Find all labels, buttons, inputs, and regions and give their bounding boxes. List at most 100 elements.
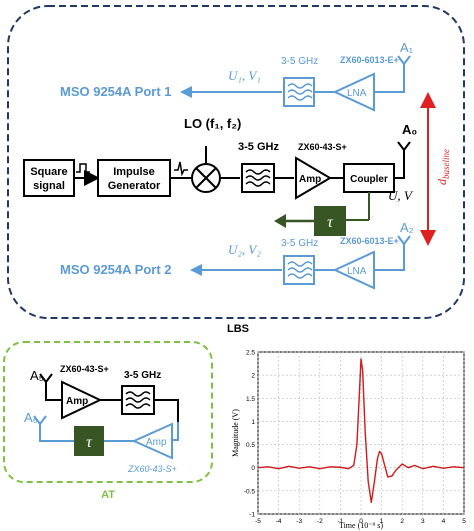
chart-y-tick: 0.5 (246, 442, 255, 449)
lna-top-part: ZX60-6013-E+ (340, 55, 399, 65)
a5-to-amp-line (45, 382, 62, 401)
at-frame (3, 341, 213, 483)
antenna-a1-icon (397, 55, 411, 66)
antenna-a6-label: A₆ (24, 410, 38, 425)
chart-x-tick: -2 (317, 518, 323, 525)
at-tau-label: τ (86, 434, 93, 451)
chart-ylabel: Magnitude (V) (231, 409, 240, 457)
baseline-label: d (435, 178, 449, 185)
coupler-label: Coupler (350, 174, 388, 185)
at-amp-top-part: ZX60-43-S+ (60, 364, 109, 374)
baseline-subscript: baseline (441, 149, 451, 179)
chart-y-tick: 0 (251, 465, 255, 472)
chart-ticks: -5 -4 -3 -2 -1 0 1 2 3 4 5 -1 -0.5 0 0.5 1 1.5 2 2.5 (244, 350, 466, 526)
lo-label: LO (f₁, f₂) (184, 116, 241, 131)
lna-bot-part: ZX60-6013-E+ (340, 236, 399, 246)
chart-y-tick: 2 (251, 373, 255, 380)
lbs-diagram: LBS MSO 9254A Port 1 U₁, V₁ 3-5 GHz ZX60… (7, 5, 465, 335)
at-filter-out-line (154, 399, 179, 422)
receiver-chain-top: MSO 9254A Port 1 U₁, V₁ 3-5 GHz ZX60-601… (60, 40, 414, 112)
square-wave-icon (76, 163, 90, 173)
at-amp-top (61, 380, 103, 420)
square-signal-line2: signal (33, 180, 65, 192)
at-filter (121, 385, 155, 415)
port1-arrow (180, 86, 192, 98)
lna-top-antenna-line (374, 64, 405, 93)
chart-x-tick: 2 (400, 518, 404, 525)
baseline-label-group: dbaseline (435, 149, 451, 185)
at-tau-box (74, 426, 104, 456)
uv2-label: U₂, V₂ (228, 242, 261, 257)
tau-delay-box (314, 206, 346, 236)
amp-part: ZX60-43-S+ (298, 142, 347, 152)
chart-series (257, 358, 465, 504)
antenna-a6-icon (33, 415, 47, 426)
filter-bot-wave-icon (287, 261, 313, 279)
filter-mid-label: 3-5 GHz (238, 141, 279, 153)
square-signal-box (23, 159, 75, 197)
antenna-a1-label: A₁ (400, 40, 414, 55)
chart-x-tick: -4 (276, 518, 282, 525)
antenna-a5-label: A₅ (30, 368, 44, 383)
square-signal-line1: Square (30, 166, 67, 178)
chart-x-tick: -3 (296, 518, 302, 525)
antenna-a0-label: A₀ (402, 122, 417, 137)
chart-y-tick: -1 (249, 512, 255, 519)
chart-series-line (257, 358, 465, 504)
chart-x-tick: 5 (462, 518, 466, 525)
filter-top-label: 3-5 GHz (281, 56, 318, 67)
chart-x-tick: 4 (442, 518, 446, 525)
chart-x-tick: 3 (421, 518, 425, 525)
at-amp-top-label: Amp (66, 396, 88, 407)
antenna-a2-label: A₂ (400, 220, 414, 235)
antenna-a0-icon (397, 141, 411, 152)
port2-label: MSO 9254A Port 2 (60, 262, 172, 277)
at-frame-label: AT (101, 489, 115, 501)
at-amp-bot-part: ZX60-43-S+ (127, 464, 177, 474)
chart-x-tick: 0 (359, 518, 363, 525)
tau-output-arrow (274, 214, 286, 228)
impulse-generator-box (97, 159, 171, 197)
chart-grid (257, 351, 465, 515)
chart-y-tick: 2.5 (246, 350, 255, 357)
chart-xlabel: Time (10⁻⁹ s) (339, 521, 383, 530)
at-loop-down-line (172, 422, 179, 441)
at-amp-bot-label: Amp (146, 437, 167, 448)
chart-x-tick: -1 (338, 518, 344, 525)
chart-x-tick: -5 (255, 518, 261, 525)
transmit-chain: Square signal Impulse Generator LO (f₁, … (23, 116, 417, 236)
filter-mid-wave-icon (245, 169, 271, 187)
chart-y-tick: 1.5 (246, 396, 255, 403)
at-amp-bot (131, 422, 173, 460)
filter-top-wave-icon (287, 83, 313, 101)
lna-top-label: LNA (347, 88, 367, 99)
impulse-icon (174, 161, 188, 177)
impulse-gen-line1: Impulse (113, 166, 155, 178)
filter-bot-label: 3-5 GHz (281, 238, 318, 249)
receiver-chain-bottom: MSO 9254A Port 2 U₂, V₂ 3-5 GHz ZX60-601… (60, 220, 414, 290)
at-filter-wave-icon (125, 391, 151, 409)
impulse-gen-line2: Generator (108, 180, 161, 192)
lna-bot-label: LNA (347, 266, 367, 277)
chart-y-tick: -0.5 (244, 488, 256, 495)
amp-main-label: Amp (299, 174, 321, 185)
antenna-a2-icon (397, 235, 411, 246)
coupler-antenna-line (394, 150, 405, 179)
chart-x-tick: 1 (380, 518, 384, 525)
at-diagram: AT A₅ ZX60-43-S+ Amp 3-5 GHz Amp ZX60-43… (3, 341, 213, 501)
tau-delay-label: τ (327, 214, 334, 231)
port1-label: MSO 9254A Port 1 (60, 84, 172, 99)
lbs-frame (7, 5, 465, 319)
port2-arrow (190, 264, 202, 276)
amp-main (295, 156, 332, 200)
at-filter-label: 3-5 GHz (124, 370, 161, 381)
uv1-label: U₁, V₁ (228, 68, 261, 83)
at-tau-to-a6-line (39, 424, 74, 442)
chart-y-tick: 1 (251, 419, 255, 426)
uv-label: U, V (388, 188, 414, 203)
mixer-cross-b (195, 167, 217, 189)
baseline-indicator: dbaseline (420, 92, 451, 246)
lna-bot-antenna-line (374, 244, 405, 271)
lbs-frame-label: LBS (227, 323, 249, 335)
